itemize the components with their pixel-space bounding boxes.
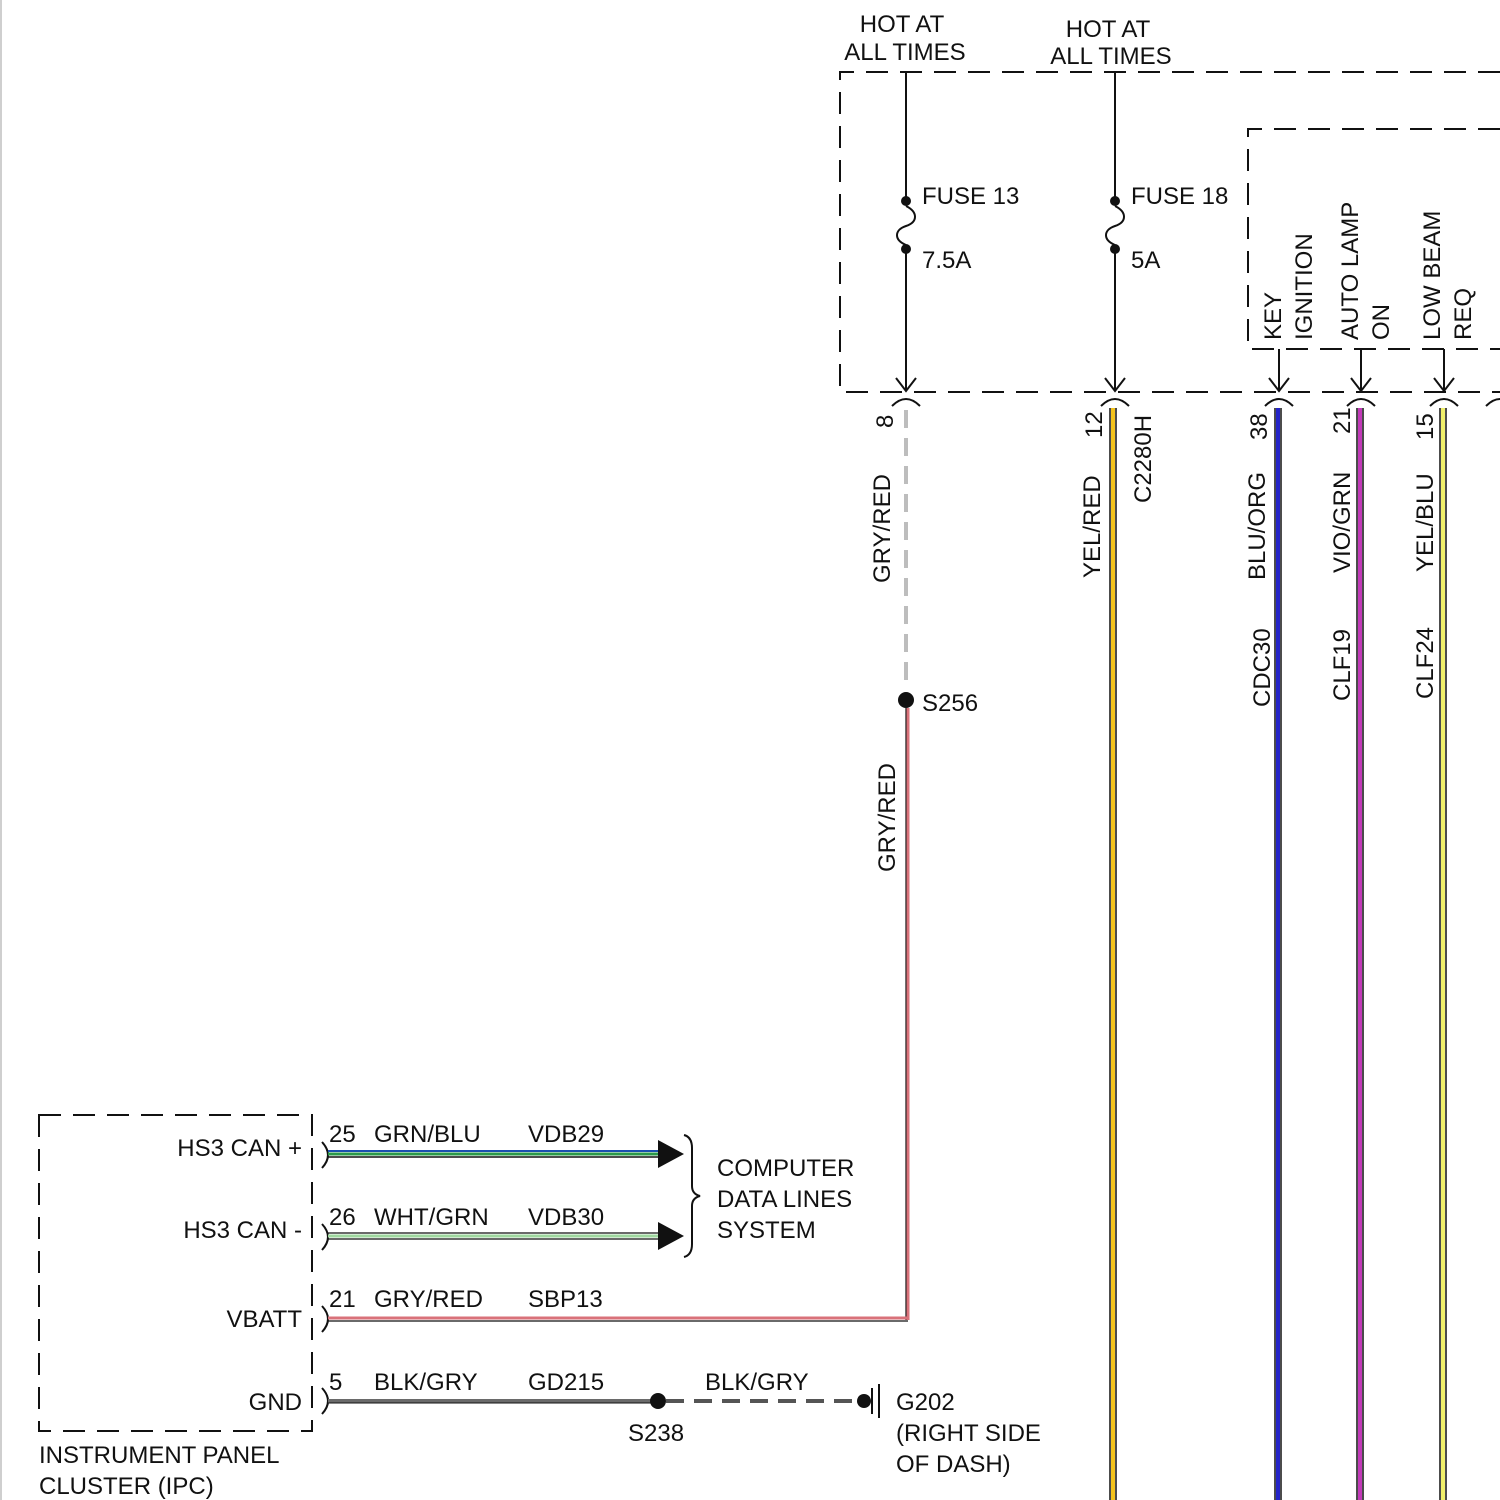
- wire-2-pin: 12: [1081, 411, 1108, 438]
- splice-s238: [650, 1393, 666, 1409]
- power-source-1-line2: ALL TIMES: [844, 39, 965, 66]
- wire-1-pin: 8: [872, 415, 899, 428]
- vertical-wires: [906, 408, 1446, 1500]
- splice-s256-label: S256: [922, 690, 978, 717]
- wire-blk-gry: [328, 1401, 658, 1403]
- wire-5-pin: 15: [1412, 413, 1439, 440]
- connector-name: C2280H: [1130, 415, 1157, 503]
- ipc-wire-21-color: GRY/RED: [374, 1286, 483, 1313]
- wire-vbatt-vertical: [906, 708, 908, 1320]
- ipc-pin-25: 25: [329, 1121, 356, 1148]
- wire-3-circuit: CDC30: [1249, 628, 1276, 707]
- ipc-signal-gnd: GND: [249, 1389, 302, 1416]
- signal-key-ignition-line1: KEY: [1260, 292, 1287, 340]
- signal-low-beam-line1: LOW BEAM: [1419, 211, 1446, 340]
- fuse-18-name: FUSE 18: [1131, 183, 1228, 210]
- connector-c2280h-terminals: [892, 399, 1500, 406]
- wire-wht-grn: [328, 1233, 660, 1239]
- wire-4-color: VIO/GRN: [1329, 472, 1356, 573]
- power-source-1-line1: HOT AT: [860, 11, 945, 38]
- wire-2-color: YEL/RED: [1079, 475, 1106, 578]
- ground-g202-terminal: [857, 1394, 871, 1408]
- wire-yel-blu: [1440, 408, 1446, 1500]
- wire-3-color: BLU/ORG: [1244, 472, 1271, 580]
- ipc-name-line1: INSTRUMENT PANEL: [39, 1442, 279, 1469]
- wire-4-pin: 21: [1329, 407, 1356, 434]
- wire-vio-grn: [1357, 408, 1363, 1500]
- ipc-wire-25-color: GRN/BLU: [374, 1121, 481, 1148]
- fuse-13-rating: 7.5A: [922, 247, 971, 274]
- data-lines-line2: DATA LINES: [717, 1186, 852, 1213]
- ipc-wire-25-circuit: VDB29: [528, 1121, 604, 1148]
- ipc-signal-vbatt: VBATT: [226, 1306, 302, 1333]
- splice-s238-label: S238: [628, 1420, 684, 1447]
- splice-s256: [898, 692, 914, 708]
- signal-auto-lamp-line1: AUTO LAMP: [1337, 202, 1364, 340]
- signal-key-ignition-line2: IGNITION: [1291, 233, 1318, 340]
- fuse-13-symbol: [897, 206, 915, 245]
- wire-3-pin: 38: [1246, 413, 1273, 440]
- ipc-pin-21: 21: [329, 1286, 356, 1313]
- wire-blu-org: [1275, 408, 1281, 1500]
- hs3-can-plus-arrow-icon: [658, 1140, 684, 1168]
- ground-name: G202: [896, 1389, 955, 1416]
- fuse-18: FUSE 18 5A: [1105, 72, 1228, 391]
- module-signal-arrows: [1269, 349, 1454, 391]
- ipc-pin-5: 5: [329, 1369, 342, 1396]
- wire-1-color: GRY/RED: [869, 474, 896, 583]
- wire-vbatt-horizontal: [328, 1318, 908, 1321]
- fuse-13-top-terminal: [901, 196, 911, 206]
- fuse-18-rating: 5A: [1131, 247, 1160, 274]
- ground-icon: [872, 1384, 879, 1418]
- ipc-name-line2: CLUSTER (IPC): [39, 1473, 214, 1500]
- splice-s256-wire-color: GRY/RED: [874, 763, 901, 872]
- fuse-13: FUSE 13 7.5A: [896, 72, 1019, 391]
- fuse-13-name: FUSE 13: [922, 183, 1019, 210]
- ipc-pin-terminals: [322, 1142, 328, 1414]
- ipc-signal-hs3-can-minus: HS3 CAN -: [183, 1217, 302, 1244]
- wire-4-circuit: CLF19: [1329, 629, 1356, 701]
- ground-location-line1: (RIGHT SIDE: [896, 1420, 1041, 1447]
- ipc-wire-21-circuit: SBP13: [528, 1286, 603, 1313]
- ipc-wire-26-circuit: VDB30: [528, 1204, 604, 1231]
- data-lines-line1: COMPUTER: [717, 1155, 854, 1182]
- signal-auto-lamp-line2: ON: [1368, 304, 1395, 340]
- wire-5-color: YEL/BLU: [1412, 473, 1439, 572]
- power-source-2-line2: ALL TIMES: [1050, 43, 1171, 70]
- wire-yel-red: [1110, 408, 1116, 1500]
- power-distribution-box: [840, 72, 1500, 392]
- fuse-18-top-terminal: [1110, 196, 1120, 206]
- ipc-wire-26-color: WHT/GRN: [374, 1204, 489, 1231]
- ipc-wire-5-circuit: GD215: [528, 1369, 604, 1396]
- data-lines-brace-icon: [684, 1135, 700, 1257]
- power-source-2-line1: HOT AT: [1066, 16, 1151, 43]
- wire-5-circuit: CLF24: [1412, 627, 1439, 699]
- signal-low-beam-line2: REQ: [1450, 288, 1477, 340]
- ipc-wire-5-color: BLK/GRY: [374, 1369, 478, 1396]
- hs3-can-minus-arrow-icon: [658, 1222, 684, 1250]
- ipc-module-box: [39, 1115, 312, 1431]
- ipc-signal-hs3-can-plus: HS3 CAN +: [177, 1135, 302, 1162]
- ground-location-line2: OF DASH): [896, 1451, 1011, 1478]
- fuse-18-symbol: [1106, 206, 1124, 245]
- ground-wire-color: BLK/GRY: [705, 1369, 809, 1396]
- data-lines-line3: SYSTEM: [717, 1217, 816, 1244]
- wire-grn-blu: [328, 1151, 660, 1157]
- ipc-pin-26: 26: [329, 1204, 356, 1231]
